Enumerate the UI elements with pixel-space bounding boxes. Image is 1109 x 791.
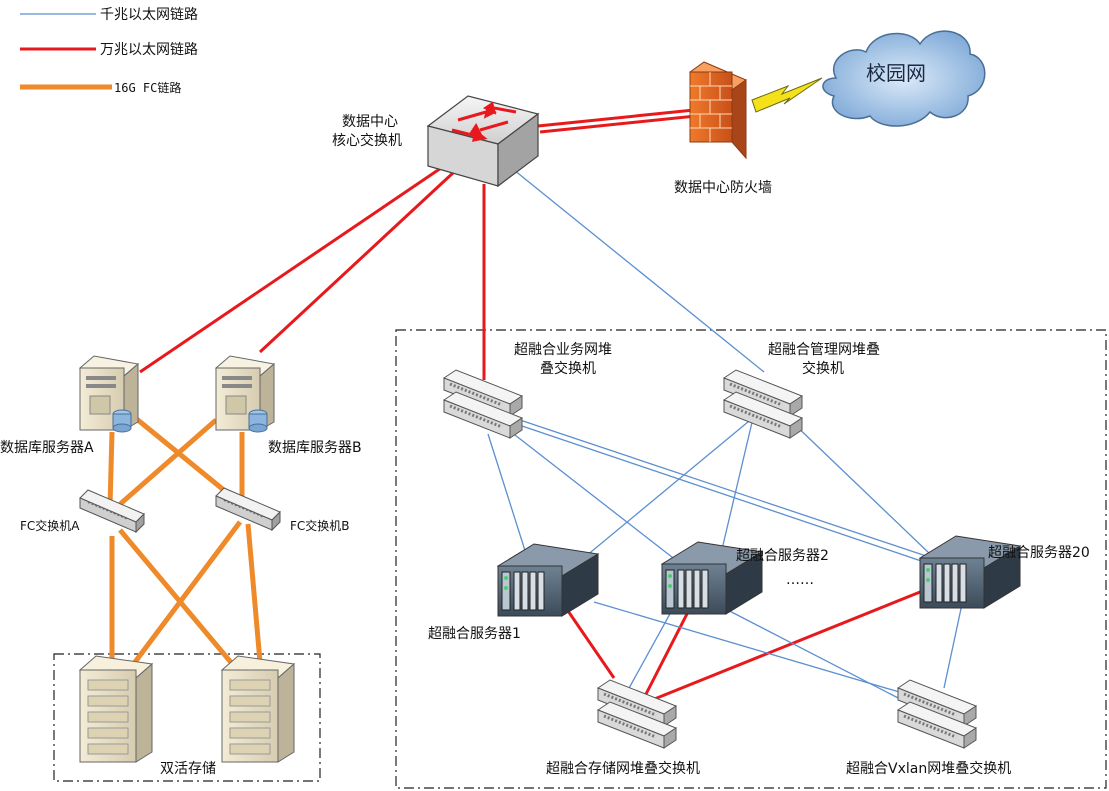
gigabit-links (487, 169, 963, 701)
hci-server-1-label: 超融合服务器1 (428, 626, 521, 642)
link-mgmtsw-hci1 (573, 411, 761, 567)
mgmt-stack-switch-icon (722, 368, 804, 440)
hci-server-1-icon (497, 543, 599, 617)
link-core-dbB (258, 170, 456, 354)
link-core-dbA (139, 164, 445, 374)
storage-b-icon (221, 655, 295, 763)
link-hci2-vxlansw (715, 603, 903, 701)
link-hci20-vxlansw (943, 603, 963, 689)
link-hci2-storsw (642, 607, 692, 699)
link-mgmtsw-hci20 (789, 419, 931, 555)
link-fcA-storB (118, 528, 236, 668)
link-bizsw-mgmtsw-cross (521, 425, 937, 567)
tengig-links (139, 108, 931, 702)
link-fcB-storA (130, 520, 242, 668)
core-switch-label-1: 数据中心 (342, 114, 398, 130)
link-dbB-fcA (116, 418, 218, 508)
link-core-firewall-1 (537, 108, 695, 128)
db-server-a-icon (79, 355, 139, 433)
legend-tengig-label: 万兆以太网链路 (100, 42, 198, 58)
campus-label: 校园网 (866, 61, 926, 85)
hci-server-2-label: 超融合服务器2 (736, 548, 829, 564)
link-hci1-storsw (564, 607, 616, 679)
core-switch (426, 95, 540, 188)
hci-group-box (395, 329, 1107, 789)
link-core-firewall-2 (539, 114, 697, 134)
link-dbA-fcB (126, 410, 238, 502)
storage-a-icon (79, 655, 153, 763)
fc-switch-b-icon (215, 487, 281, 531)
fc-links (107, 410, 263, 668)
biz-stack-switch-icon (442, 368, 524, 440)
legend: 千兆以太网链路 万兆以太网链路 16G FC链路 (20, 7, 198, 95)
mgmt-switch-label-1: 超融合管理网堆叠 (768, 342, 880, 358)
legend-fc-label: 16G FC链路 (114, 80, 181, 95)
link-bizsw-hci1 (487, 433, 529, 561)
firewall-label: 数据中心防火墙 (674, 180, 772, 196)
storage-stack-switch-icon (596, 678, 678, 750)
vxlan-stack-switch-icon (896, 678, 978, 750)
storage-switch-label: 超融合存储网堆叠交换机 (546, 760, 700, 777)
fc-switch-b-label: FC交换机B (290, 518, 350, 533)
switch-arrows-icon (451, 101, 517, 142)
link-hci1-vxlansw (593, 601, 907, 695)
storage-group-box (53, 653, 321, 782)
link-fcB-storB (245, 523, 263, 663)
hci-ellipsis: …… (786, 572, 814, 588)
link-dbA-fcA (107, 431, 115, 507)
link-hci20-storsw (651, 586, 931, 702)
legend-gigabit-label: 千兆以太网链路 (100, 7, 198, 23)
vxlan-switch-label: 超融合Vxlan网堆叠交换机 (846, 760, 1011, 777)
firewall-icon (688, 61, 748, 160)
core-switch-label-2: 核心交换机 (332, 132, 402, 149)
biz-switch-label-2: 叠交换机 (540, 360, 596, 377)
mgmt-switch-label-2: 交换机 (802, 360, 844, 377)
storage-label: 双活存储 (160, 761, 216, 777)
link-core-mgmtsw (513, 169, 765, 373)
hci-server-20-label: 超融合服务器20 (988, 545, 1090, 561)
biz-switch-label-1: 超融合业务网堆 (514, 342, 612, 358)
db-server-a-label: 数据库服务器A (0, 440, 94, 456)
db-server-b-label: 数据库服务器B (268, 440, 362, 456)
lightning-icon (751, 77, 823, 113)
fc-switch-a-label: FC交换机A (20, 518, 80, 533)
campus-cloud-icon (822, 30, 986, 127)
link-bizsw-hci2 (505, 427, 705, 583)
db-server-b-icon (215, 355, 275, 433)
